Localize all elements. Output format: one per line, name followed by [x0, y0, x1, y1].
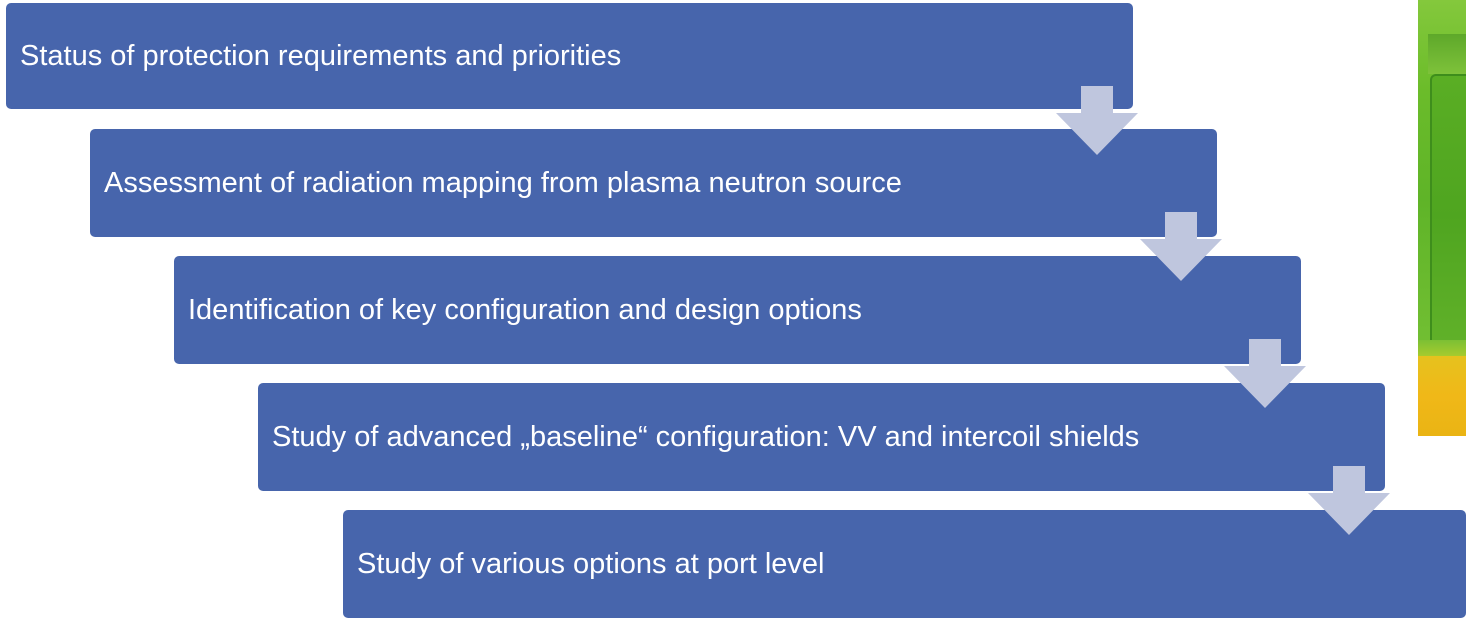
radiation-map-image — [1418, 0, 1466, 436]
process-step-3: Identification of key configuration and … — [174, 256, 1301, 364]
down-arrow-icon — [1056, 86, 1138, 155]
down-arrow-icon — [1224, 339, 1306, 408]
process-step-5: Study of various options at port level — [343, 510, 1466, 618]
heatmap-yellow-region — [1418, 356, 1466, 436]
process-step-1-label: Status of protection requirements and pr… — [20, 39, 622, 72]
process-step-5-label: Study of various options at port level — [357, 547, 825, 580]
process-step-2: Assessment of radiation mapping from pla… — [90, 129, 1217, 237]
down-arrow-icon — [1308, 466, 1390, 535]
heatmap-top-region — [1428, 34, 1466, 74]
process-step-3-label: Identification of key configuration and … — [188, 293, 862, 326]
down-arrow-icon — [1140, 212, 1222, 281]
heatmap-inner-region — [1430, 74, 1466, 356]
process-step-1: Status of protection requirements and pr… — [6, 3, 1133, 109]
process-step-4-label: Study of advanced „baseline“ configurati… — [272, 420, 1140, 453]
process-step-2-label: Assessment of radiation mapping from pla… — [104, 166, 902, 199]
process-step-4: Study of advanced „baseline“ configurati… — [258, 383, 1385, 491]
